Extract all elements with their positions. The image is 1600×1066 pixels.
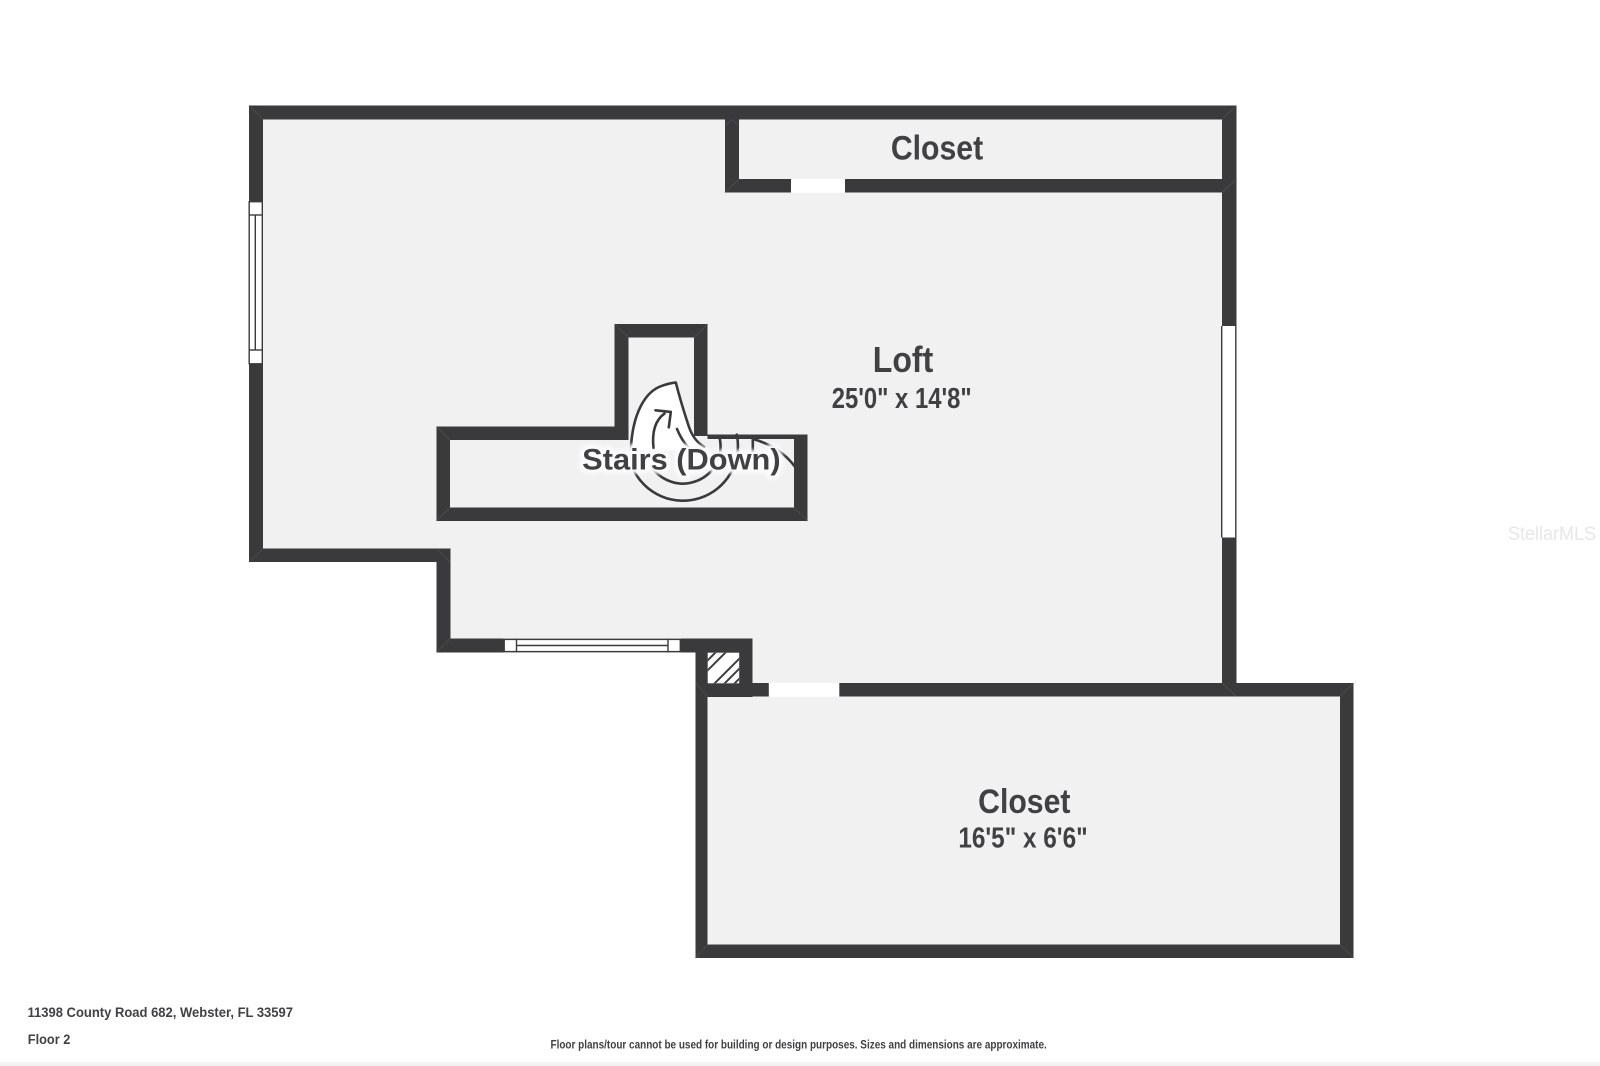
svg-text:25'0" x 14'8": 25'0" x 14'8" (832, 383, 972, 415)
svg-text:Stairs (Down): Stairs (Down) (582, 444, 780, 477)
svg-text:Loft: Loft (873, 339, 934, 380)
svg-text:Closet: Closet (891, 130, 983, 168)
svg-text:11398 County Road 682, Webster: 11398 County Road 682, Webster, FL 33597 (28, 1005, 294, 1020)
svg-text:16'5" x 6'6": 16'5" x 6'6" (958, 823, 1087, 855)
svg-text:Floor 2: Floor 2 (28, 1031, 71, 1047)
svg-text:Floor plans/tour cannot be use: Floor plans/tour cannot be used for buil… (551, 1038, 1047, 1052)
svg-text:StellarMLS: StellarMLS (1508, 524, 1596, 545)
svg-text:Stairs (Down): Stairs (Down) (582, 444, 780, 477)
svg-text:Closet: Closet (978, 783, 1070, 821)
